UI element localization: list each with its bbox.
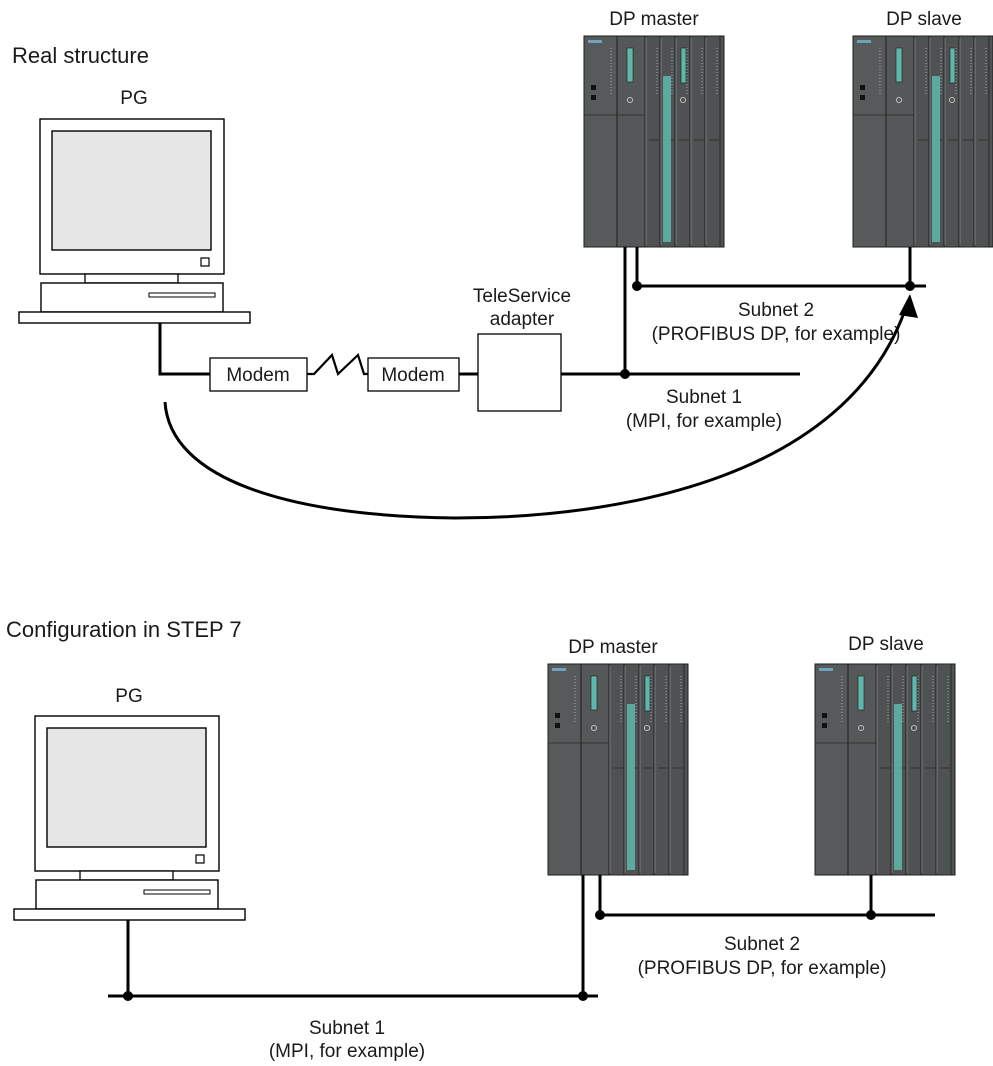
config-pg-label: PG	[115, 686, 142, 707]
real-structure-heading: Real structure	[12, 43, 149, 68]
config-dp-slave-label: DP slave	[848, 634, 924, 655]
config-subnet2-label-1: Subnet 2	[724, 934, 800, 955]
real-modem-link	[307, 352, 368, 377]
real-pg-computer	[18, 118, 251, 324]
real-routing-arrowhead	[899, 294, 918, 318]
real-teleservice-label-1: TeleService	[473, 286, 571, 307]
real-modem-left-label: Modem	[226, 365, 289, 386]
real-dp-master-label: DP master	[609, 9, 699, 30]
real-pg-link	[158, 323, 210, 376]
config-subnet1-node-master	[578, 991, 588, 1001]
real-subnet2-node-slave	[905, 281, 915, 291]
real-modem-right	[367, 357, 460, 392]
real-routing-arrow	[163, 309, 907, 520]
real-subnet1-label-2: (MPI, for example)	[626, 411, 782, 432]
config-dp-master-label: DP master	[568, 637, 658, 658]
real-modem-left	[209, 357, 308, 392]
real-subnet2-label-1: Subnet 2	[738, 300, 814, 321]
config-heading: Configuration in STEP 7	[6, 617, 242, 642]
real-teleservice-adapter	[477, 333, 562, 412]
config-subnet1-label-1: Subnet 1	[309, 1018, 385, 1039]
real-dp-slave-label: DP slave	[886, 9, 962, 30]
config-subnet2-node-master	[595, 910, 605, 920]
real-pg-label: PG	[120, 88, 147, 109]
config-subnet2-node-slave	[866, 910, 876, 920]
real-subnet1-node	[620, 369, 630, 379]
config-subnet1-node-pg	[123, 991, 133, 1001]
real-subnet1-label-1: Subnet 1	[666, 387, 742, 408]
config-subnet1-label-2: (MPI, for example)	[269, 1041, 425, 1062]
config-dp-master-rack	[548, 664, 688, 875]
real-dp-slave-rack	[853, 36, 993, 247]
real-teleservice-label-2: adapter	[490, 309, 555, 330]
real-subnet2-node-master	[632, 281, 642, 291]
real-dp-master-rack	[584, 36, 724, 247]
config-pg-computer	[13, 715, 246, 921]
config-dp-slave-rack	[815, 664, 955, 875]
real-modem-right-label: Modem	[381, 365, 444, 386]
config-subnet2-label-2: (PROFIBUS DP, for example)	[638, 958, 887, 979]
real-subnet2-label-2: (PROFIBUS DP, for example)	[652, 324, 901, 345]
